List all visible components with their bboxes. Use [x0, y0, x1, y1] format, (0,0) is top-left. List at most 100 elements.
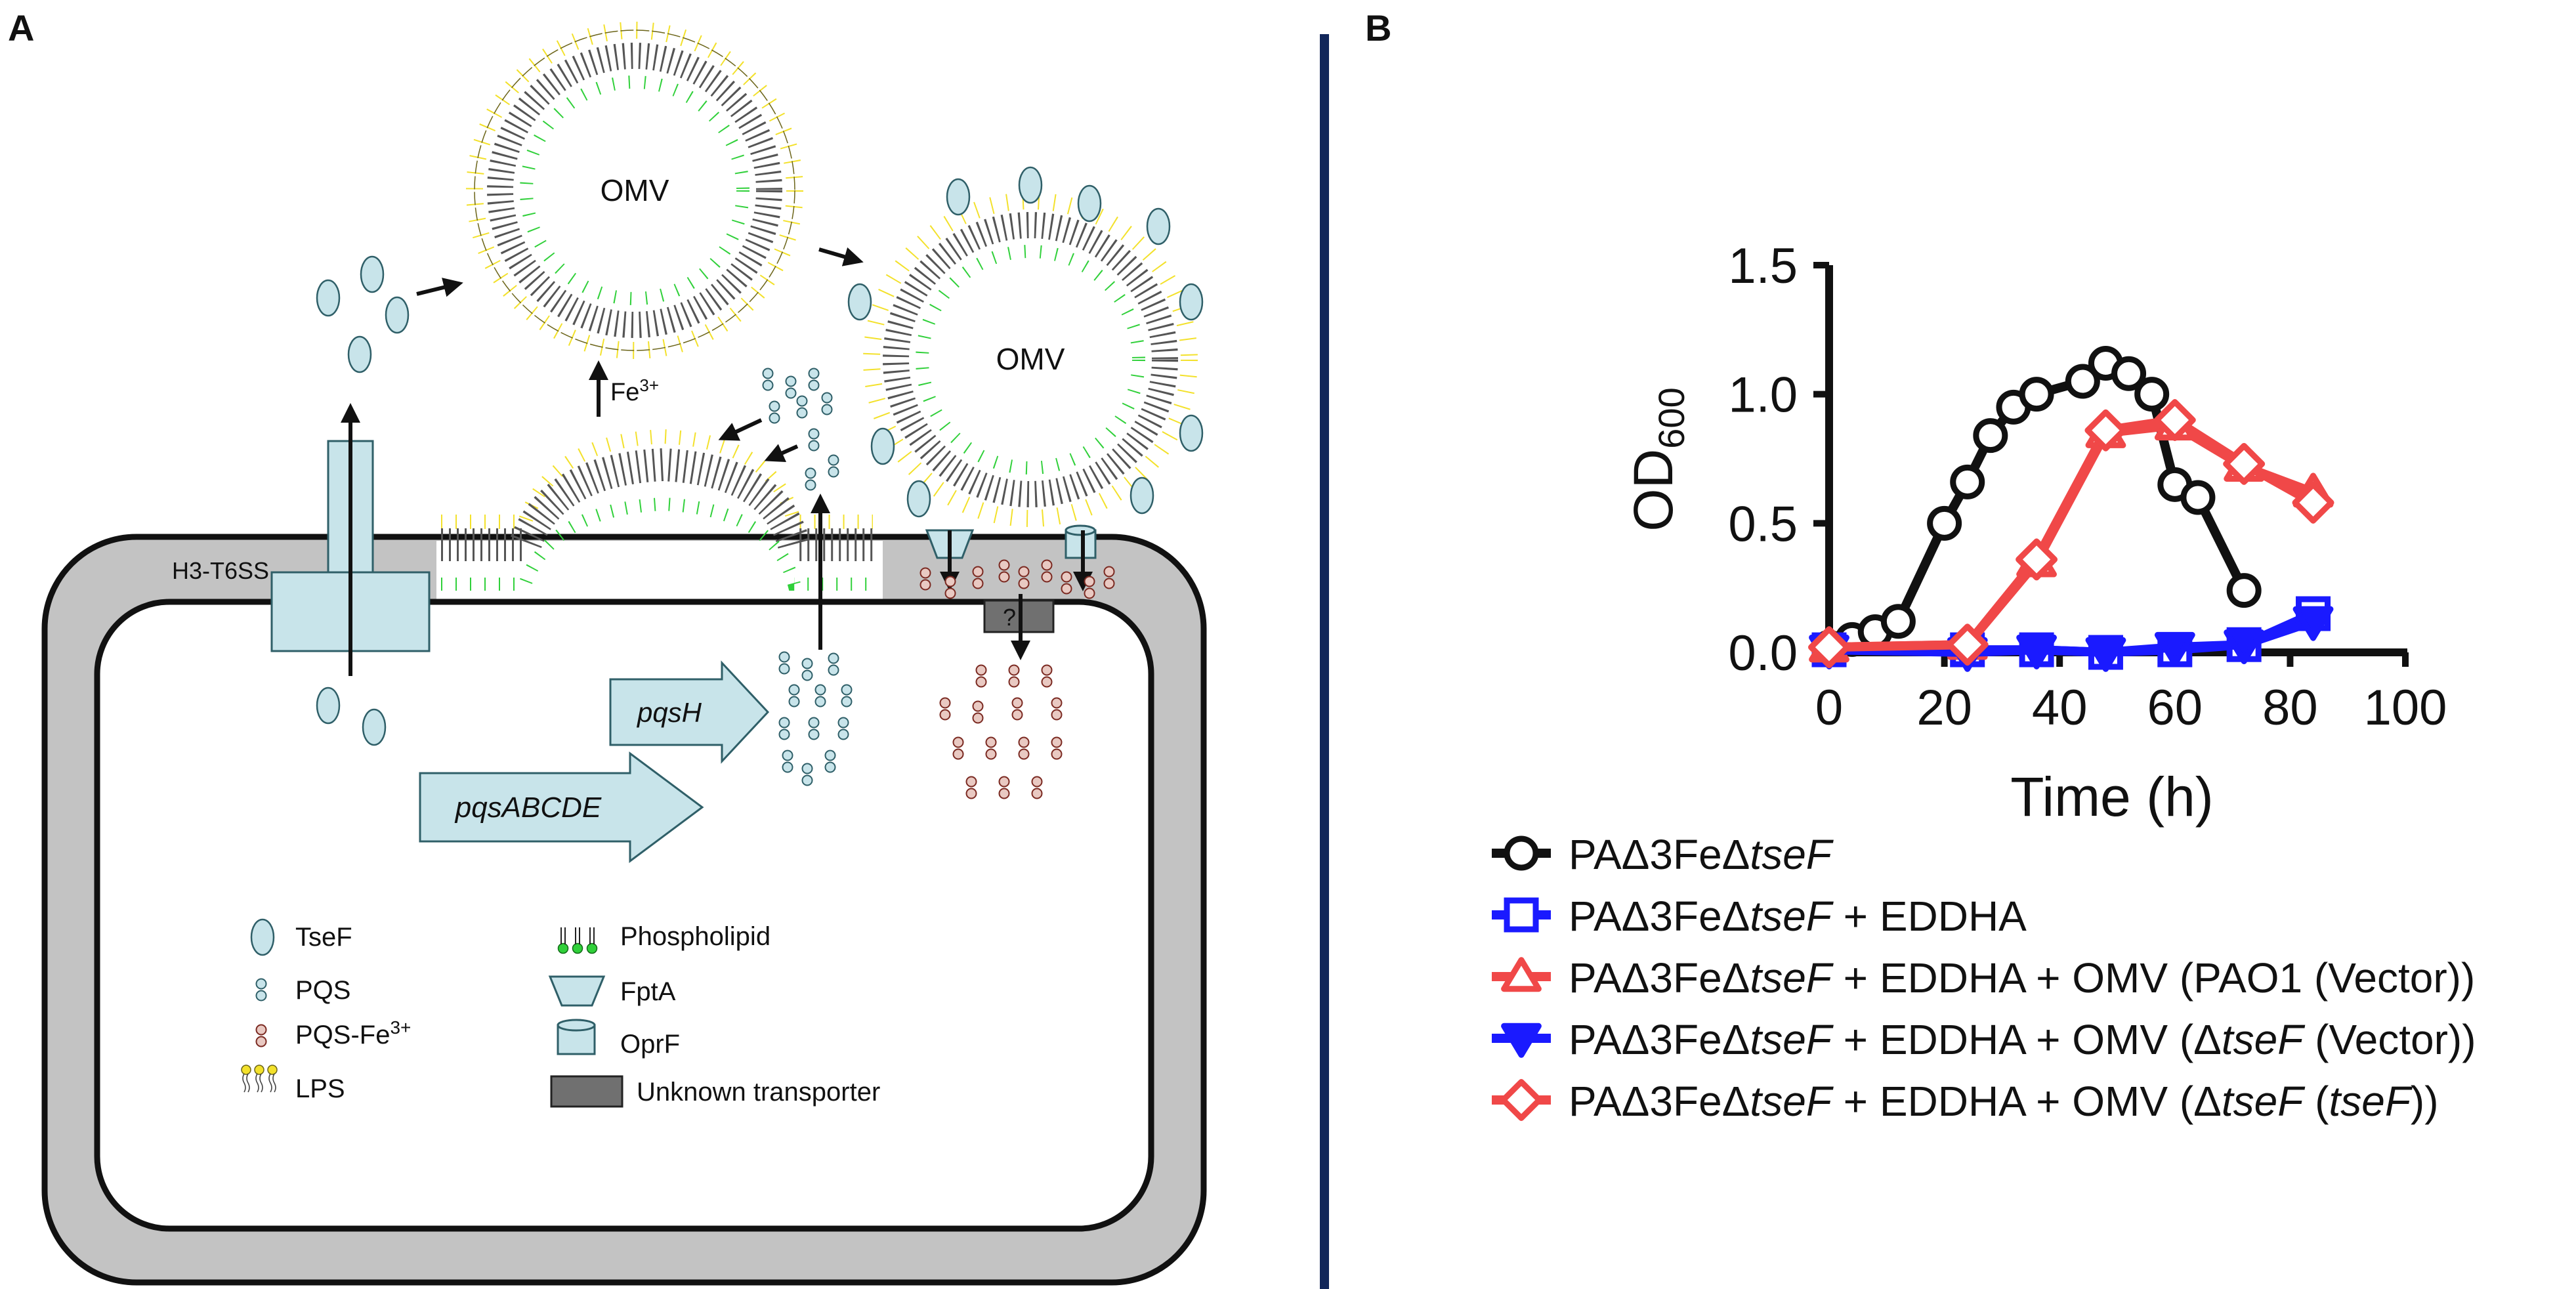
- legend-label-part: PAΔ3FeΔ: [1569, 954, 1750, 1002]
- legend-label-part: + EDDHA + OMV (PAO1 (Vector)): [1832, 954, 2475, 1002]
- data-point: [2065, 364, 2100, 399]
- legend-label-part: + EDDHA + OMV (Δ: [1832, 1016, 2222, 1063]
- data-point: [1808, 626, 1850, 669]
- legend-marker: [1504, 897, 1539, 933]
- legend-fpta-icon: [548, 975, 606, 1007]
- legend-lps-label: LPS: [295, 1074, 345, 1103]
- legend-marker: [1501, 1023, 1542, 1058]
- data-point: [2226, 573, 2262, 608]
- legend-entry-1: PAΔ3FeΔtseF: [1492, 831, 1834, 878]
- legend-entry-3: PAΔ3FeΔtseF + EDDHA + OMV (PAO1 (Vector)…: [1492, 954, 2475, 1002]
- x-tick-label: 0: [1815, 680, 1843, 736]
- legend-marker: [1500, 1079, 1542, 1121]
- omv-label-top: OMV: [601, 173, 669, 207]
- data-point: [2224, 629, 2265, 664]
- data-point: [2084, 409, 2127, 452]
- legend-label-part: + EDDHA + OMV (Δ: [1832, 1078, 2222, 1125]
- budding-outer-membrane: [441, 429, 873, 591]
- legend-label-part: tseF: [2222, 1078, 2306, 1125]
- legend-label-part: tseF: [2329, 1078, 2413, 1125]
- legend-entry-2: PAΔ3FeΔtseF + EDDHA: [1492, 893, 2027, 940]
- y-tick-label: 1.5: [1728, 238, 1798, 294]
- oprf-transporter: [1065, 524, 1097, 559]
- data-point: [2016, 634, 2057, 669]
- legend-label: PAΔ3FeΔtseF + EDDHA + OMV (ΔtseF (Vector…: [1569, 1016, 2476, 1063]
- legend-unknown-transporter-icon: [550, 1075, 623, 1108]
- y-tick-label: 0.0: [1728, 625, 1798, 681]
- legend-label-part: PAΔ3FeΔ: [1569, 831, 1750, 878]
- legend-label-part: (Vector)): [2303, 1016, 2476, 1063]
- legend-phospholipid-label: Phospholipid: [620, 922, 771, 951]
- legend-pqs-label: PQS: [295, 976, 350, 1005]
- x-axis-title: Time (h): [2010, 766, 2214, 828]
- data-point: [2016, 538, 2058, 581]
- legend-label-part: tseF: [2222, 1016, 2306, 1063]
- panel-divider: [1320, 34, 1329, 1289]
- data-point: [2019, 377, 2054, 412]
- data-point: [2111, 356, 2147, 391]
- pqsh-gene-arrow: [609, 660, 770, 764]
- pqs-extracellular-cluster: [762, 368, 839, 491]
- legend-marker: [1504, 835, 1539, 871]
- x-tick-label: 40: [2032, 680, 2088, 736]
- pqs-to-membrane-arrow-2: [764, 444, 799, 462]
- panel-a-letter: A: [8, 7, 34, 49]
- series-5: [1808, 399, 2334, 669]
- legend-label-part: + EDDHA: [1832, 893, 2027, 940]
- legend-label-part: tseF: [1750, 893, 1834, 940]
- pqsabcde-gene-arrow: [419, 751, 704, 863]
- legend-pqs-fe-label: PQS-Fe3+: [295, 1017, 411, 1049]
- pqsabcde-label: pqsABCDE: [454, 792, 602, 824]
- legend-label: PAΔ3FeΔtseF + EDDHA: [1569, 893, 2027, 940]
- legend-label-part: tseF: [1750, 954, 1834, 1002]
- data-point: [1946, 623, 1989, 666]
- legend-label-part: tseF: [1750, 1016, 1834, 1063]
- legend-label-part: PAΔ3FeΔ: [1569, 1078, 1750, 1125]
- legend-tsef-label: TseF: [295, 923, 352, 952]
- legend-label-part: PAΔ3FeΔ: [1569, 1016, 1750, 1063]
- data-point: [2180, 480, 2216, 515]
- legend-label-part: tseF: [1750, 831, 1834, 878]
- omv-vesicle-top: [466, 22, 803, 359]
- series-1: [1811, 345, 2262, 665]
- h3-t6ss-secretion-system: [270, 403, 431, 676]
- legend-marker: [1501, 957, 1542, 992]
- data-point: [2154, 631, 2195, 667]
- omv-vesicle-right: [863, 192, 1198, 527]
- panel-b-letter: B: [1365, 7, 1391, 49]
- pqsh-label: pqsH: [636, 697, 702, 728]
- x-tick-label: 100: [2364, 680, 2447, 736]
- legend-label-part: PAΔ3FeΔ: [1569, 893, 1750, 940]
- cell-inner-membrane: [94, 599, 1154, 1232]
- pqs-to-membrane-arrow-1: [718, 418, 763, 441]
- data-point: [1950, 464, 1985, 499]
- legend-fpta-label: FptA: [620, 977, 676, 1006]
- fe3-label: Fe3+: [610, 375, 659, 406]
- legend-oprf-label: OprF: [620, 1030, 680, 1059]
- legend-entry-5: PAΔ3FeΔtseF + EDDHA + OMV (ΔtseF (tseF)): [1492, 1078, 2439, 1125]
- data-point: [1927, 505, 1962, 541]
- legend-label-part: (: [2303, 1078, 2329, 1125]
- x-tick-label: 60: [2147, 680, 2203, 736]
- data-point: [1973, 418, 2008, 454]
- data-point: [2292, 481, 2334, 524]
- h3-t6ss-label: H3-T6SS: [172, 557, 269, 584]
- legend-label: PAΔ3FeΔtseF: [1569, 831, 1834, 878]
- data-point: [2292, 606, 2334, 641]
- data-point: [2223, 442, 2266, 485]
- y-tick-label: 1.0: [1728, 368, 1798, 423]
- data-point: [2134, 377, 2170, 412]
- tsef-to-omv-arrow: [416, 278, 463, 297]
- y-axis-title: OD600: [1622, 387, 1692, 531]
- legend-label: PAΔ3FeΔtseF + EDDHA + OMV (ΔtseF (tseF)): [1569, 1078, 2439, 1125]
- legend-label-part: tseF: [1750, 1078, 1834, 1125]
- panel-a-legend: TseF PQS PQS-Fe3+ LPS Phospholipid FptA …: [241, 918, 880, 1108]
- legend-label-part: )): [2411, 1078, 2439, 1125]
- data-point: [2085, 637, 2126, 672]
- legend-oprf-icon: [557, 1019, 596, 1055]
- unknown-transporter-mark: ?: [1003, 604, 1016, 631]
